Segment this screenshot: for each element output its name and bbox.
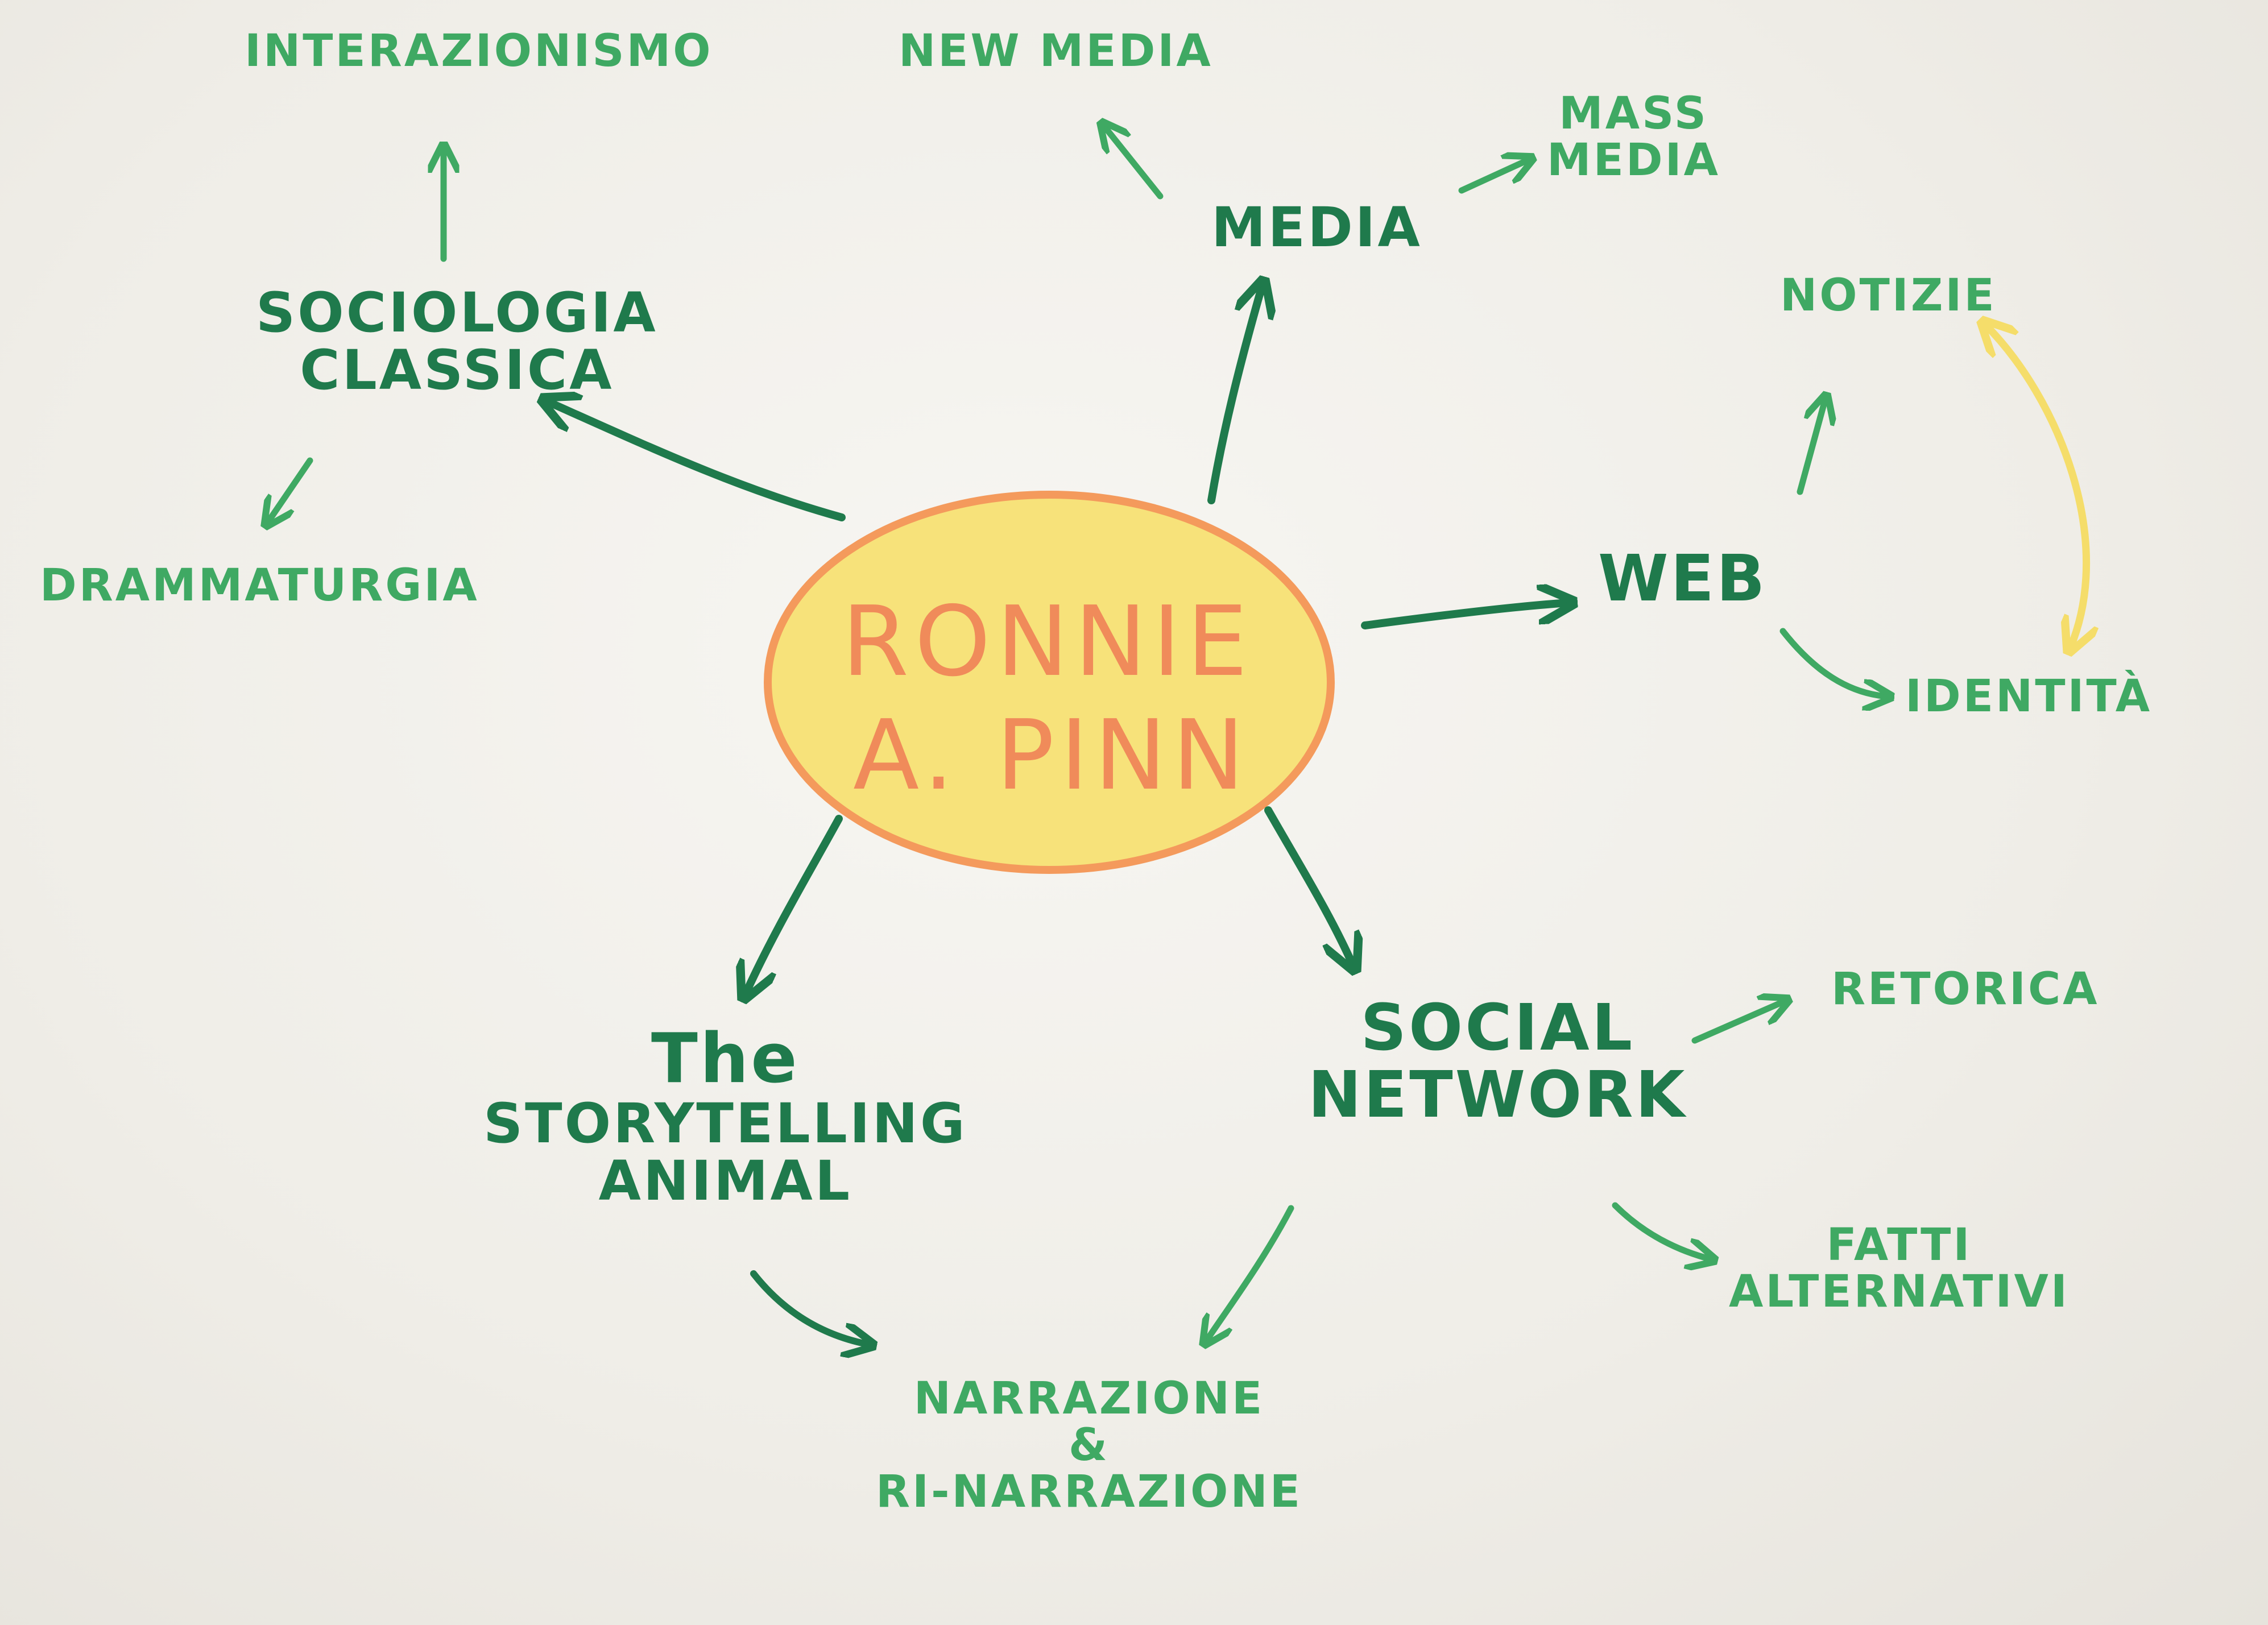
node-storytelling-line3: ANIMAL — [598, 1149, 852, 1213]
arrow-web-to-notizie — [1797, 398, 1826, 495]
node-mass-media-line2: MEDIA — [1547, 134, 1721, 186]
arrow-center-to-social-network — [1264, 806, 1354, 967]
node-fatti-line2: ALTERNATIVI — [1729, 1266, 2070, 1317]
node-social-network: SOCIAL NETWORK — [1308, 991, 1687, 1132]
node-retorica: RETORICA — [1831, 964, 2100, 1015]
node-narrazione: NARRAZIONE & RI-NARRAZIONE — [876, 1373, 1303, 1518]
node-fatti-alternativi: FATTI ALTERNATIVI — [1729, 1222, 2070, 1316]
node-mass-media-line1: MASS — [1559, 88, 1708, 139]
node-narrazione-line2: & — [1069, 1419, 1110, 1471]
node-social-line1: SOCIAL — [1360, 991, 1635, 1065]
arrow-center-to-web — [1361, 603, 1570, 629]
node-narrazione-line3: RI-NARRAZIONE — [876, 1466, 1303, 1518]
node-sociologia-classica: SOCIOLOGIA CLASSICA — [256, 284, 658, 399]
node-web: WEB — [1598, 542, 1768, 616]
node-narrazione-line1: NARRAZIONE — [913, 1373, 1265, 1424]
arrow-social-to-fatti-alternativi — [1612, 1202, 1712, 1259]
node-drammaturgia: DRAMMATURGIA — [40, 560, 479, 611]
node-sociologia-line1: SOCIOLOGIA — [256, 281, 658, 345]
center-node-ellipse — [764, 491, 1335, 874]
node-interazionismo: INTERAZIONISMO — [245, 26, 713, 77]
node-media: MEDIA — [1211, 196, 1422, 259]
arrow-social-to-retorica — [1691, 1001, 1786, 1044]
arrow-sociologia-to-drammaturgia — [267, 457, 313, 523]
arrow-media-to-new-media — [1103, 125, 1164, 200]
node-notizie: NOTIZIE — [1780, 270, 1997, 321]
arrow-media-to-mass-media — [1458, 159, 1530, 194]
node-identita: IDENTITÀ — [1905, 671, 2153, 722]
arrow-center-to-storytelling — [745, 815, 843, 995]
node-storytelling-line1: The — [651, 1019, 800, 1098]
arrow-center-to-sociologia — [546, 401, 846, 521]
node-storytelling-line2: STORYTELLING — [483, 1092, 967, 1155]
arrow-storytelling-to-narrazione — [750, 1270, 870, 1345]
node-new-media: NEW MEDIA — [899, 26, 1213, 77]
node-social-line2: NETWORK — [1308, 1058, 1687, 1132]
center-node-line1: RONNIE — [842, 586, 1253, 698]
arrow-notizie-identita-yellow — [1985, 324, 2087, 648]
node-sociologia-line2: CLASSICA — [300, 338, 614, 402]
node-mass-media: MASS MEDIA — [1547, 88, 1721, 186]
arrow-web-to-identita — [1779, 628, 1888, 697]
node-fatti-line1: FATTI — [1826, 1220, 1972, 1271]
arrow-social-to-narrazione — [1206, 1205, 1294, 1342]
center-node-line2: A. PINN — [853, 699, 1251, 812]
node-storytelling-animal: The STORYTELLING ANIMAL — [483, 1023, 967, 1210]
arrow-center-to-media — [1207, 284, 1263, 504]
